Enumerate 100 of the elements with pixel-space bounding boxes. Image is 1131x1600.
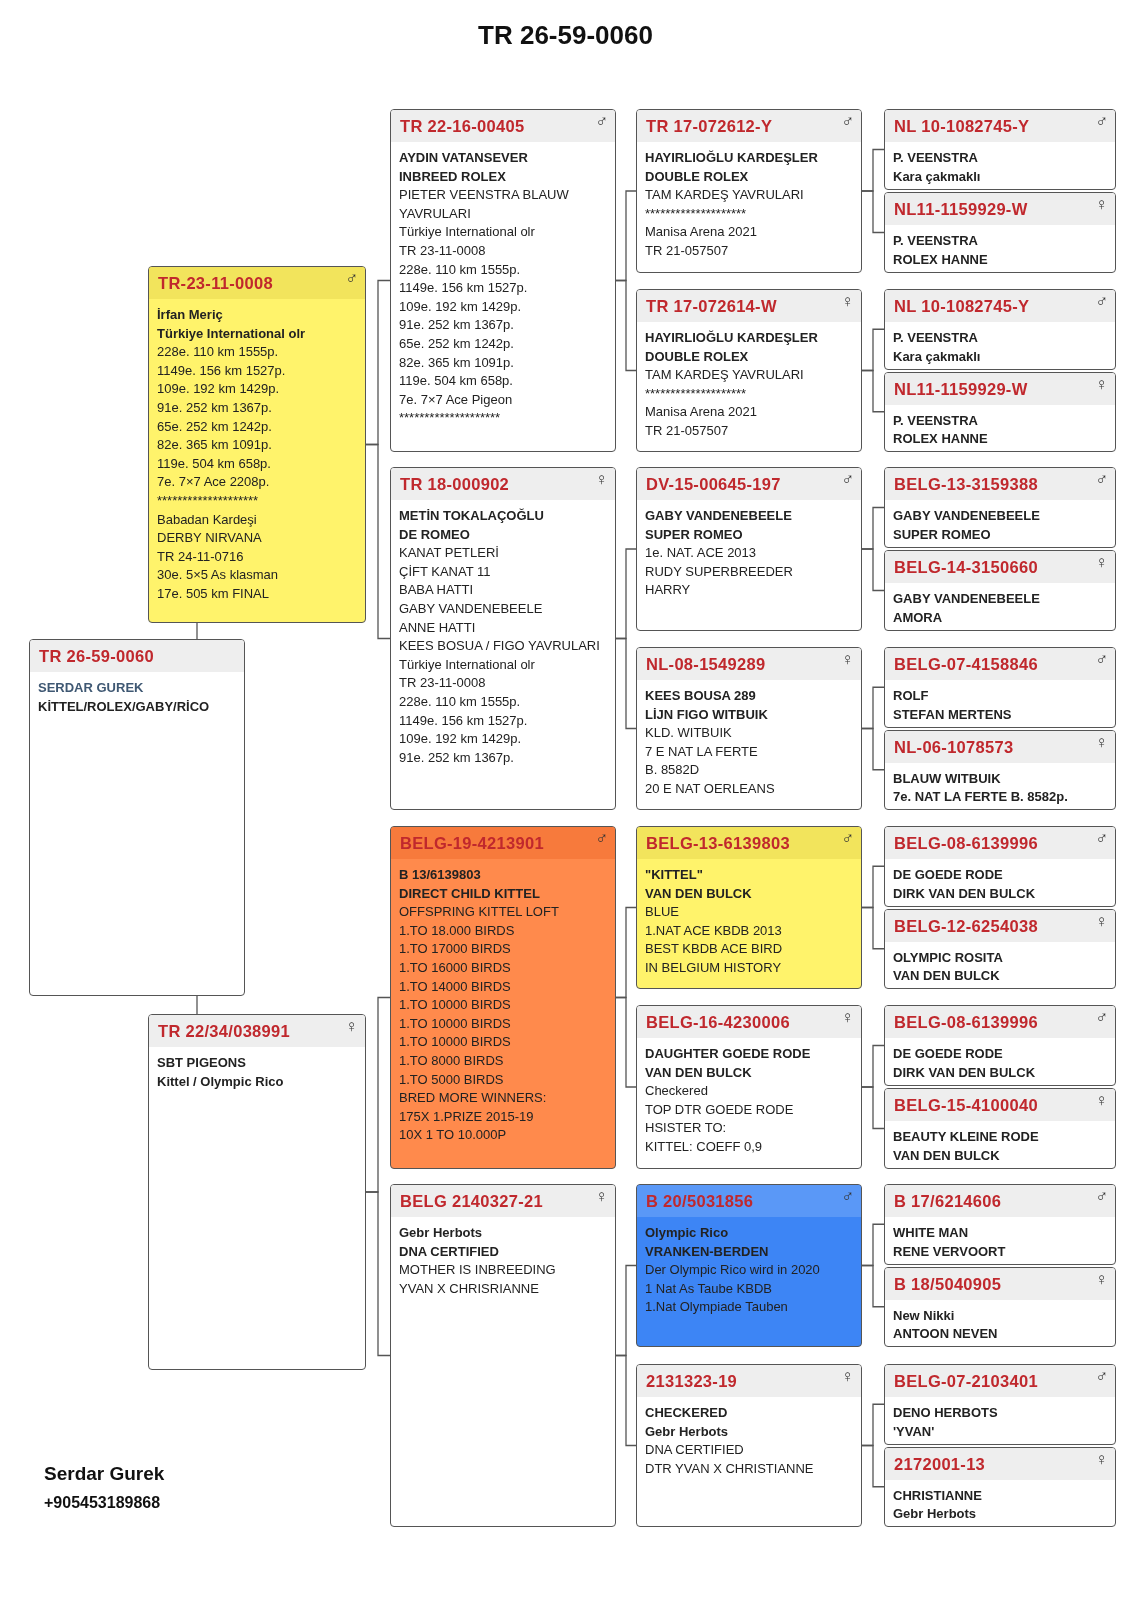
pedigree-note: 1.TO 8000 BIRDS	[399, 1051, 505, 1070]
sex-symbol: ♀	[595, 1188, 608, 1206]
pedigree-note: RUDY SUPERBREEDER	[645, 562, 794, 581]
bird-name: Gebr Herbots	[893, 1505, 978, 1524]
pedigree-card	[884, 289, 1116, 370]
pedigree-note: 1e. NAT. ACE 2013	[645, 544, 758, 563]
sex-symbol: ♂	[841, 830, 854, 848]
sex-symbol: ♂	[1095, 471, 1108, 489]
pedigree-card	[884, 371, 1116, 452]
bird-name: DNA CERTIFIED	[399, 1242, 500, 1261]
sex-symbol: ♂	[1095, 830, 1108, 848]
bird-name: AYDIN VATANSEVER	[399, 149, 529, 167]
ring-number: NL 10-1082745-Y	[894, 117, 1030, 135]
ring-number: 2172001-13	[894, 1454, 986, 1473]
pedigree-card	[884, 109, 1116, 190]
pedigree-connector	[861, 727, 885, 771]
pedigree-note: TAM KARDEŞ YAVRULARI	[645, 366, 805, 385]
pedigree-note: KEES BOSUA / FIGO YAVRULARI	[399, 637, 601, 656]
sex-symbol: ♂	[1095, 1188, 1108, 1206]
pedigree-card	[884, 467, 1116, 548]
bird-name: Türkiye International olr	[157, 324, 307, 343]
pedigree-note: MOTHER IS INBREEDING	[399, 1261, 557, 1280]
ring-number: BELG-08-6139996	[894, 834, 1038, 852]
pedigree-card	[636, 647, 862, 810]
ring-number: BELG-07-2103401	[894, 1372, 1038, 1390]
pedigree-note: DTR YVAN X CHRISTIANNE	[645, 1459, 815, 1478]
bird-name: 7e. NAT LA FERTE B. 8582p.	[893, 788, 1069, 807]
bird-name: Kara çakmaklı	[893, 347, 982, 366]
pedigree-card	[884, 1088, 1116, 1169]
bird-name: SERDAR GUREK	[38, 679, 145, 697]
ring-number: 2131323-19	[646, 1372, 738, 1390]
pedigree-note: 109e. 192 km 1429p.	[157, 380, 281, 399]
pedigree-note: OFFSPRING KITTEL LOFT	[399, 903, 560, 922]
pedigree-note: 1.Nat Olympiade Tauben	[645, 1298, 789, 1317]
ring-number: B 17/6214606	[894, 1192, 1002, 1210]
bird-name: OLYMPIC ROSITA	[893, 948, 1004, 967]
pedigree-note: 109e. 192 km 1429p.	[399, 297, 523, 316]
pedigree-note: TAM KARDEŞ YAVRULARI	[645, 186, 805, 205]
bird-name: DENO HERBOTS	[893, 1404, 999, 1422]
pedigree-note: 119e. 504 km 658p.	[399, 372, 514, 391]
pedigree-note: ********************	[645, 384, 748, 403]
pedigree-connector	[615, 1354, 637, 1447]
bird-name: "KITTEL"	[645, 866, 704, 884]
pedigree-connector	[861, 1264, 885, 1308]
pedigree-card	[884, 1266, 1116, 1347]
bird-name: CHRISTIANNE	[893, 1486, 983, 1505]
bird-name: ROLF	[893, 687, 930, 705]
sex-symbol: ♀	[1095, 912, 1108, 931]
pedigree-note: Manisa Arena 2021	[645, 403, 759, 422]
sex-symbol: ♂	[841, 471, 854, 489]
bird-name: HAYIRLIOĞLU KARDEŞLER	[645, 149, 819, 167]
pedigree-connector	[615, 996, 637, 1088]
bird-name: GABY VANDENEBEELE	[893, 590, 1041, 608]
ring-number: NL-06-1078573	[894, 737, 1014, 756]
pedigree-note: TOP DTR GOEDE RODE	[645, 1100, 795, 1119]
pedigree-card	[884, 1005, 1116, 1086]
pedigree-card	[390, 826, 616, 1169]
ring-number: BELG-19-4213901	[400, 834, 544, 852]
bird-name: DOUBLE ROLEX	[645, 347, 750, 366]
bird-name: ROLEX HANNE	[893, 430, 989, 449]
sex-symbol: ♂	[841, 113, 854, 131]
bird-name: KİTTEL/ROLEX/GABY/RİCO	[38, 697, 211, 716]
pedigree-note: 1.NAT ACE KBDB 2013	[645, 921, 783, 940]
pedigree-connector	[861, 1086, 885, 1130]
sex-symbol: ♀	[1095, 1092, 1108, 1110]
pedigree-card	[636, 1184, 862, 1347]
pedigree-card	[636, 109, 862, 273]
bird-name: P. VEENSTRA	[893, 232, 979, 250]
bird-name: VAN DEN BULCK	[645, 1063, 753, 1082]
pedigree-note: BRED MORE WINNERS:	[399, 1089, 548, 1108]
pedigree-note: Checkered	[645, 1082, 709, 1101]
sex-symbol: ♀	[1095, 1450, 1108, 1469]
sex-symbol: ♂	[1095, 1368, 1108, 1386]
pedigree-connector	[365, 443, 391, 640]
ring-number: BELG 2140327-21	[400, 1192, 543, 1210]
pedigree-connector	[861, 369, 885, 413]
pedigree-card	[636, 467, 862, 631]
ring-number: B 18/5040905	[894, 1274, 1002, 1293]
pedigree-note: PIETER VEENSTRA BLAUW YAVRULARI	[399, 186, 570, 223]
bird-name: CHECKERED	[645, 1404, 729, 1422]
pedigree-note: ********************	[157, 491, 260, 510]
sex-symbol: ♀	[345, 1018, 358, 1036]
bird-name: KEES BOUSA 289	[645, 687, 757, 705]
bird-name: DIRK VAN DEN BULCK	[893, 1063, 1037, 1082]
sex-symbol: ♀	[841, 1368, 854, 1386]
pedigree-card	[884, 729, 1116, 810]
pedigree-note: 1.TO 16000 BIRDS	[399, 958, 512, 977]
bird-name: DE GOEDE RODE	[893, 1045, 1004, 1063]
pedigree-note: TR 23-11-0008	[399, 674, 487, 693]
pedigree-note: 1 Nat As Taube KBDB	[645, 1279, 773, 1298]
bird-name: İrfan Meriç	[157, 306, 224, 324]
sex-symbol: ♀	[1095, 1270, 1108, 1289]
pedigree-note: 228e. 110 km 1555p.	[399, 692, 522, 711]
pedigree-note: 82e. 365 km 1091p.	[157, 436, 273, 455]
pedigree-note: 228e. 110 km 1555p.	[399, 260, 522, 279]
ring-number: BELG-07-4158846	[894, 655, 1038, 673]
bird-name: VRANKEN-BERDEN	[645, 1242, 770, 1261]
pedigree-card	[390, 467, 616, 810]
pedigree-connector	[196, 995, 198, 1015]
breeder-name: Serdar Gurek	[44, 1463, 165, 1485]
